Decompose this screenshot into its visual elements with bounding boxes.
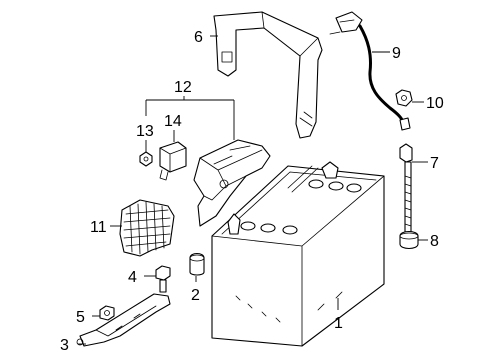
callout-2: 2 [191, 287, 200, 304]
hold-down-strap [213, 11, 323, 139]
vent-plug [189, 252, 205, 276]
callout-7: 7 [430, 155, 439, 172]
callout-5: 5 [76, 309, 85, 326]
sensor-connector [159, 141, 187, 181]
insulation-blanket [119, 199, 175, 257]
tie-rod-bolt [399, 143, 413, 247]
leader-lines [78, 35, 428, 345]
hold-down-bracket [76, 293, 171, 347]
bolt-part-4 [155, 265, 171, 293]
small-nut-part-13 [139, 151, 153, 167]
battery [211, 161, 385, 347]
callout-9: 9 [392, 45, 401, 62]
callout-8: 8 [430, 233, 439, 250]
leader-line-12 [145, 96, 235, 140]
rubber-grommet [399, 230, 419, 250]
callout-13: 13 [136, 123, 154, 140]
callout-12: 12 [174, 79, 192, 96]
callout-11: 11 [90, 219, 107, 236]
callout-4: 4 [128, 269, 137, 286]
callout-labels: 1 2 3 4 5 6 7 8 9 10 11 12 13 14 [60, 29, 444, 354]
callout-10: 10 [426, 95, 444, 112]
terminal-cover [193, 139, 271, 227]
callout-1: 1 [334, 315, 343, 332]
callout-3: 3 [60, 337, 69, 354]
callout-6: 6 [194, 29, 203, 46]
callout-14: 14 [164, 113, 182, 130]
nut-part-5 [99, 305, 115, 321]
nut-part-10 [395, 89, 413, 107]
battery-cable [329, 11, 411, 131]
